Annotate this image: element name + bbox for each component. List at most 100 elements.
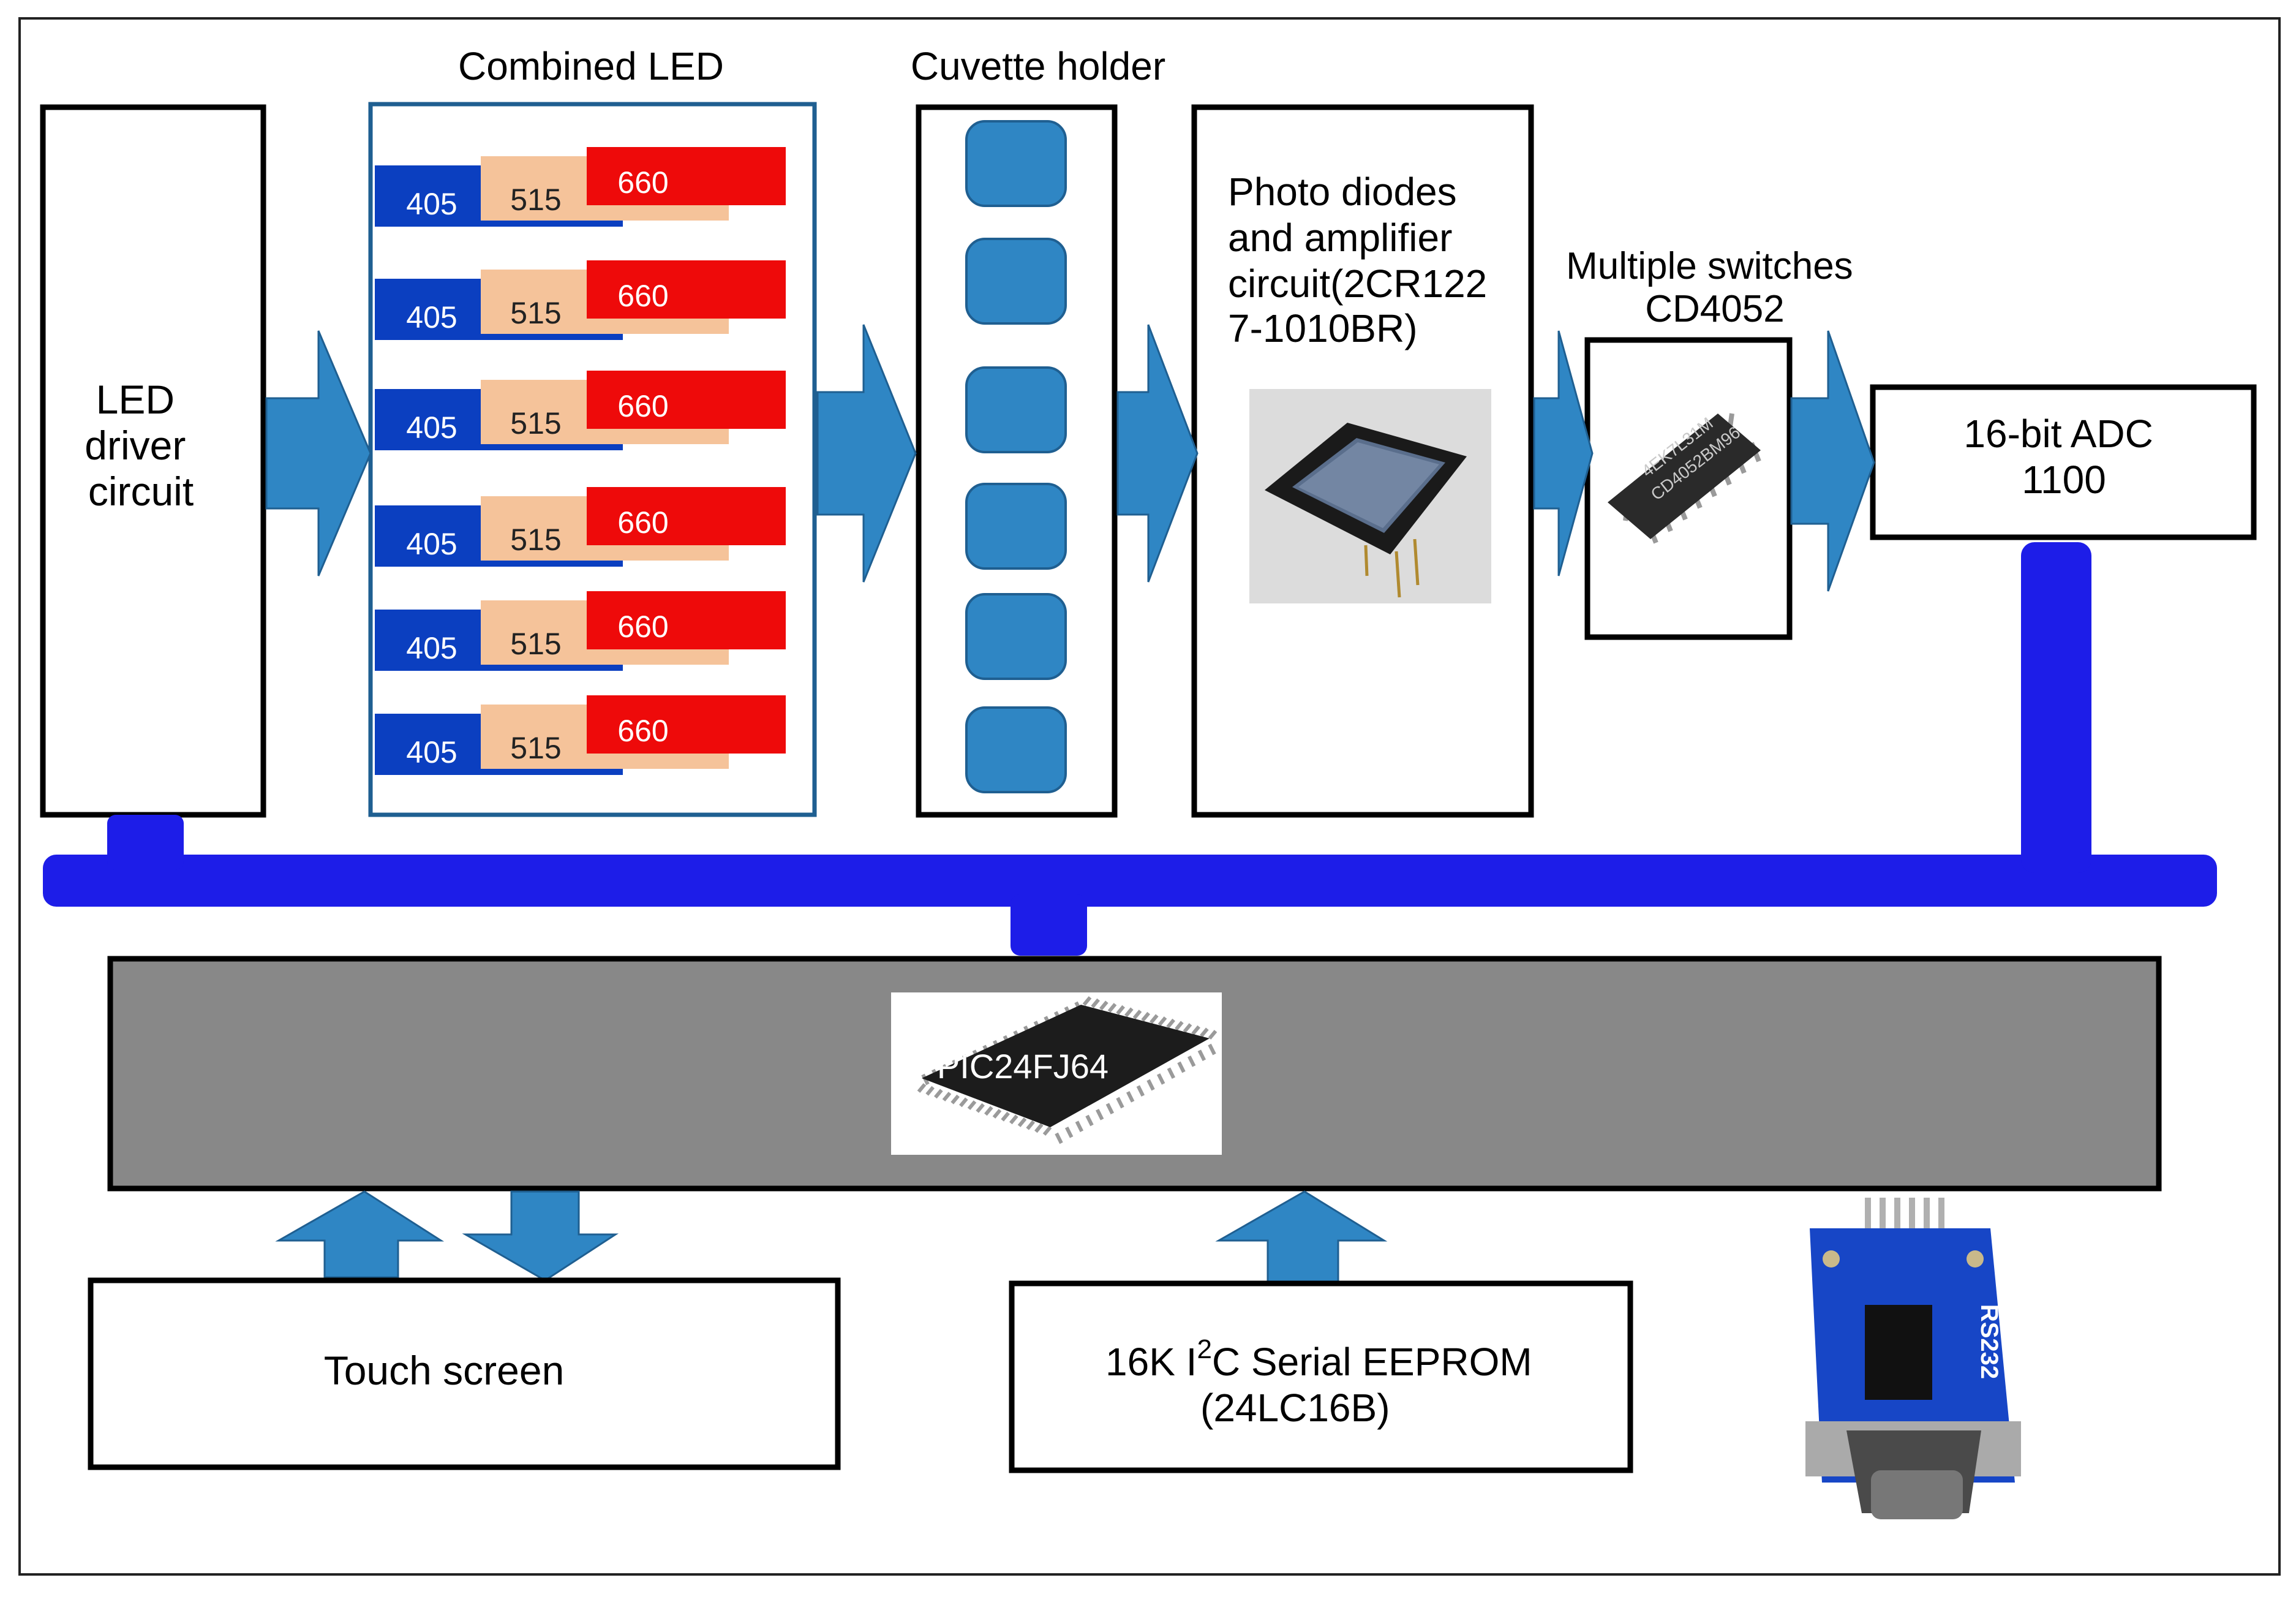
mcu-pin — [1157, 1016, 1167, 1026]
mcu-pin — [1095, 1108, 1104, 1120]
mcu-pin — [967, 1100, 977, 1110]
led-515-label: 515 — [510, 406, 561, 440]
mcu-pin — [1099, 1000, 1108, 1011]
adc-line-1: 16-bit ADC — [1963, 412, 2153, 456]
led-405-label: 405 — [406, 187, 457, 221]
mcu-pin — [942, 1092, 952, 1101]
led-driver-box — [40, 104, 266, 818]
led-660-label: 660 — [617, 279, 668, 313]
mcu-pin — [1116, 1097, 1124, 1109]
led-405-label: 405 — [406, 735, 457, 769]
led-660-label: 660 — [617, 389, 668, 423]
mcu-pin — [1177, 1061, 1186, 1073]
arrow-eeprom-to-mcu — [1215, 1190, 1388, 1285]
header-pin — [1909, 1198, 1915, 1234]
led-row: 405 515 660 — [375, 591, 786, 671]
adc-box — [1870, 384, 2257, 540]
cuvette-holder-title: Cuvette holder — [911, 44, 1165, 88]
led-660-block — [587, 695, 786, 754]
mcu-pin — [1175, 1021, 1184, 1031]
mcu-pin — [1107, 1003, 1117, 1013]
led-660-block — [587, 147, 786, 205]
cuvette — [965, 593, 1067, 680]
arrow-cuvette-to-photodiode — [1116, 324, 1199, 583]
mcu-pin — [934, 1089, 943, 1099]
system-bus — [43, 855, 2217, 907]
photodiode-line-4: 7-1010BR) — [1228, 306, 1418, 350]
arrow-led-to-cuvette — [816, 324, 917, 583]
mcu-pin — [1082, 996, 1092, 1006]
mcu-pin — [1136, 1085, 1145, 1097]
led-660-label: 660 — [617, 165, 668, 200]
mcu-pin — [1091, 998, 1100, 1008]
mcu-pin — [925, 1086, 935, 1096]
mcu-pin — [984, 1106, 993, 1116]
eeprom-prefix: 16K I — [1105, 1340, 1197, 1384]
led-660-label: 660 — [617, 714, 668, 748]
adc-label: 16-bit ADC 1100 — [1963, 412, 2164, 502]
header-pin — [1938, 1198, 1944, 1234]
switches-line-1: Multiple switches — [1566, 245, 1853, 287]
mcu-pin — [992, 1109, 1002, 1119]
mcu-pin — [1208, 1030, 1218, 1040]
header-pin — [1924, 1198, 1930, 1234]
eeprom-part-label: (24LC16B) — [1200, 1386, 1390, 1430]
eeprom-label: 16K I2C Serial EEPROM — [1105, 1334, 1532, 1384]
header-pin — [1880, 1198, 1886, 1234]
led-driver-line-3: circuit — [88, 469, 194, 514]
mcu-pin — [1150, 1014, 1159, 1024]
mcu-pin — [950, 1094, 960, 1105]
mcu-pin — [1001, 1111, 1010, 1122]
led-515-label: 515 — [510, 627, 561, 661]
bus-stub-adc — [2021, 542, 2091, 873]
arrow-touch-to-mcu — [275, 1190, 445, 1279]
mcu-pin — [1126, 1090, 1135, 1103]
mcu-pin — [1167, 1067, 1176, 1079]
mcu-chip-label: PIC24FJ64 — [937, 1047, 1108, 1086]
mcu-pin — [1064, 1126, 1074, 1138]
photodiode-line-3: circuit(2CR122 — [1228, 262, 1487, 306]
cuvettes — [965, 120, 1067, 793]
mcu-chip-image: PIC24FJ64 — [891, 992, 1222, 1155]
arrow-photodiode-to-switches — [1533, 330, 1594, 576]
mcu-pin — [959, 1097, 968, 1108]
arrow-switches-to-adc — [1790, 330, 1875, 592]
led-660-block — [587, 487, 786, 545]
bus-stub-driver — [107, 815, 184, 870]
led-515-label: 515 — [510, 523, 561, 557]
mcu-pin — [1132, 1010, 1142, 1019]
touch-screen-label: Touch screen — [324, 1348, 565, 1393]
led-660-label: 660 — [617, 610, 668, 644]
mcu-pin — [976, 1103, 985, 1113]
led-660-block — [587, 260, 786, 319]
mcu-pin — [1105, 1103, 1115, 1115]
mcu-pin — [1197, 1049, 1206, 1062]
led-660-block — [587, 371, 786, 429]
header-pin — [1894, 1198, 1900, 1234]
led-515-label: 515 — [510, 296, 561, 330]
mcu-pin — [1085, 1114, 1094, 1127]
cuvette — [965, 366, 1067, 453]
mcu-pin — [1116, 1005, 1125, 1015]
photodiode-image — [1249, 389, 1491, 603]
arrow-driver-to-led — [265, 330, 372, 576]
cuvette-holder-box — [916, 104, 1118, 818]
mcu-pin — [1146, 1079, 1155, 1091]
mcu-pin — [1009, 1114, 1018, 1125]
mcu-pin — [1034, 1123, 1044, 1133]
led-405-label: 405 — [406, 631, 457, 665]
led-405-label: 405 — [406, 300, 457, 334]
touch-screen-box — [88, 1277, 841, 1470]
arrow-mcu-to-touch — [462, 1190, 619, 1282]
photodiode-label: Photo diodes and amplifier circuit(2CR12… — [1228, 170, 1498, 350]
eeprom-superscript: 2 — [1197, 1334, 1211, 1364]
combined-led-title: Combined LED — [458, 44, 724, 88]
mcu-pin — [1166, 1018, 1175, 1029]
mcu-pin — [1187, 1055, 1196, 1067]
led-660-label: 660 — [617, 505, 668, 540]
led-driver-label: LED driver circuit — [85, 377, 197, 514]
led-driver-line-2: driver — [85, 423, 186, 468]
